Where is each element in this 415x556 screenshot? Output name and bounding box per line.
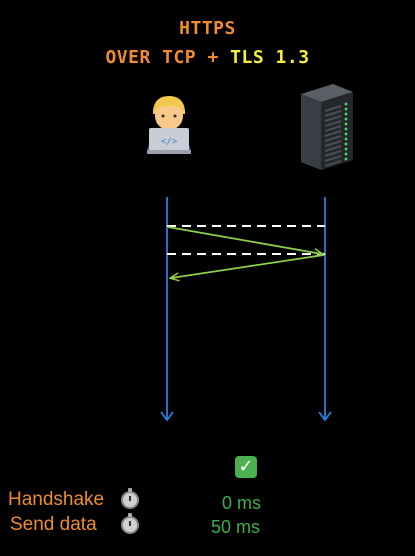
server-to-client-message: [171, 254, 325, 278]
send-data-time-value: 50 ms: [211, 517, 261, 537]
title-tls-version: TLS 1.3: [230, 47, 310, 68]
developer-laptop-icon: </>: [141, 92, 197, 158]
stopwatch-icon: [121, 513, 139, 534]
send-data-label: Send data: [10, 514, 97, 535]
client-to-server-message: [167, 226, 322, 254]
server-rack-icon: [291, 82, 359, 172]
title-protocol-line: OVER TCP + TLS 1.3: [0, 47, 415, 68]
client-timeline-arrowhead: [160, 411, 174, 422]
handshake-time-value: 0 ms: [222, 493, 262, 513]
title-over-tcp: OVER TCP +: [105, 47, 231, 68]
check-mark-icon: ✓: [235, 456, 257, 478]
server-timeline-arrowhead: [318, 411, 332, 422]
title-https: HTTPS: [179, 18, 236, 39]
svg-text:</>: </>: [161, 137, 178, 147]
handshake-label: Handshake: [8, 489, 105, 510]
stopwatch-icon: [121, 488, 139, 509]
